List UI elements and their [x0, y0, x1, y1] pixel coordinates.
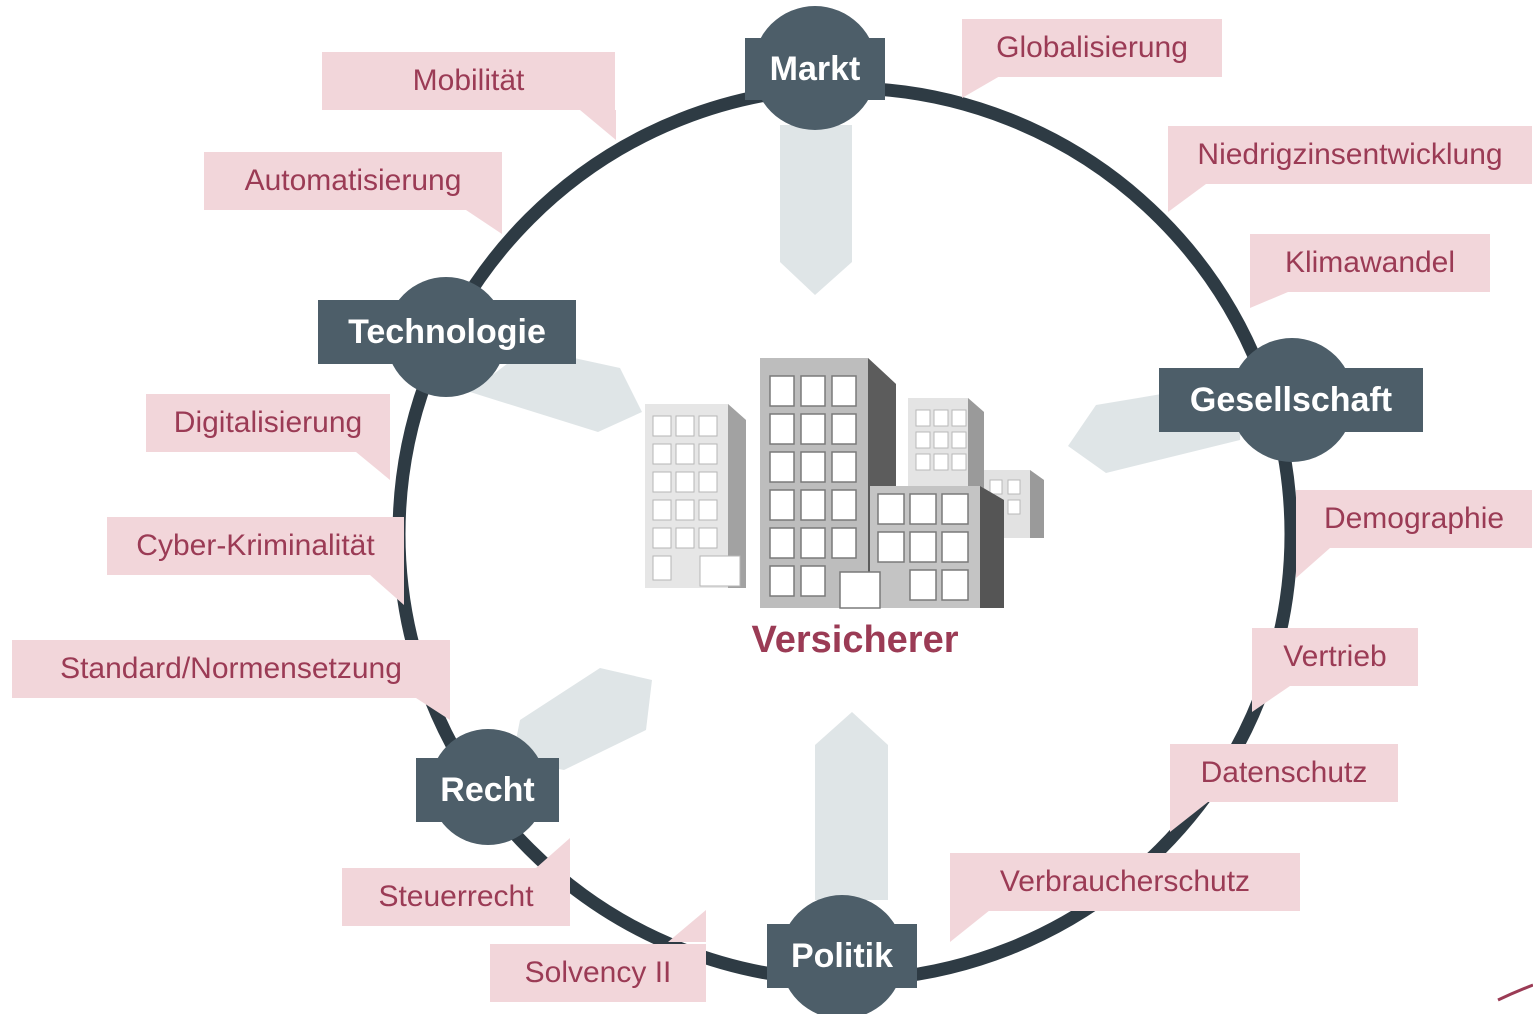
- factor-solvency-ii: Solvency II: [490, 944, 706, 1002]
- hub-recht: Recht: [416, 758, 559, 822]
- factor-demographie: Demographie: [1296, 490, 1532, 548]
- arrow-technologie: [470, 348, 642, 432]
- factor-vertrieb: Vertrieb: [1252, 628, 1418, 686]
- factor-standard-normensetzung: Standard/Normensetzung: [12, 640, 450, 698]
- center-label-versicherer: Versicherer: [751, 618, 959, 661]
- factor-niedrigzinsentwicklung: Niedrigzinsentwicklung: [1168, 126, 1532, 184]
- factor-klimawandel: Klimawandel: [1250, 234, 1490, 292]
- factor-steuerrecht: Steuerrecht: [342, 868, 570, 926]
- factor-verbraucherschutz: Verbraucherschutz: [950, 853, 1300, 911]
- tag-pointers: [356, 76, 1330, 942]
- arrow-markt: [780, 125, 852, 295]
- factor-globalisierung: Globalisierung: [962, 19, 1222, 77]
- arrow-politik: [815, 712, 888, 900]
- hub-markt: Markt: [745, 38, 885, 100]
- hub-technologie: Technologie: [318, 300, 576, 364]
- factor-cyber-kriminalitaet: Cyber-Kriminalität: [107, 517, 404, 575]
- hub-politik: Politik: [767, 924, 917, 988]
- factor-digitalisierung: Digitalisierung: [146, 394, 390, 452]
- hub-gesellschaft: Gesellschaft: [1159, 368, 1423, 432]
- office-buildings-icon: [645, 358, 1044, 609]
- decorative-swoosh: [1497, 983, 1533, 1002]
- factor-datenschutz: Datenschutz: [1170, 744, 1398, 802]
- arrow-recht: [512, 668, 652, 770]
- factor-mobilitaet: Mobilität: [322, 52, 615, 110]
- factor-automatisierung: Automatisierung: [204, 152, 502, 210]
